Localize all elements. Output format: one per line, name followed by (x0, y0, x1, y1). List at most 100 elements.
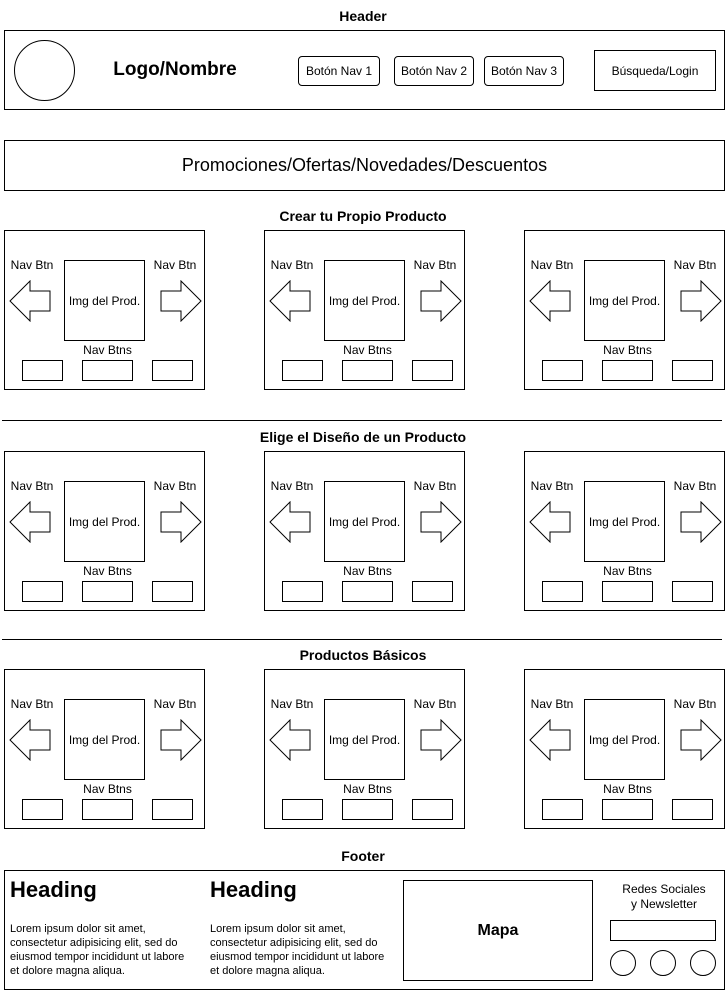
nav-button-3[interactable]: Botón Nav 3 (484, 56, 564, 86)
arrow-right-icon[interactable] (420, 719, 472, 761)
section-divider (2, 420, 722, 421)
arrow-left-icon[interactable] (519, 280, 571, 322)
nav-btn-right-label: Nav Btn (413, 479, 457, 493)
footer-text-1: Lorem ipsum dolor sit amet, consectetur … (10, 923, 185, 977)
arrow-right-icon[interactable] (160, 501, 212, 543)
nav-btn-1[interactable] (542, 360, 583, 381)
nav-btn-3[interactable] (672, 799, 713, 820)
arrow-right-icon[interactable] (160, 280, 212, 322)
arrow-left-icon[interactable] (259, 280, 311, 322)
nav-btn-2[interactable] (342, 799, 393, 820)
arrow-right-icon[interactable] (420, 501, 472, 543)
nav-btn-2[interactable] (82, 360, 133, 381)
nav-btn-left-label: Nav Btn (10, 697, 54, 711)
product-image[interactable]: Img del Prod. (584, 260, 665, 341)
product-card: Nav Btn Nav Btn Img del Prod. Nav Btns (264, 451, 465, 611)
arrow-left-icon[interactable] (259, 719, 311, 761)
logo-name[interactable]: Logo/Nombre (113, 59, 237, 80)
nav-btn-3[interactable] (412, 581, 453, 602)
arrow-left-icon[interactable] (259, 501, 311, 543)
nav-btn-1[interactable] (22, 799, 63, 820)
arrow-left-icon[interactable] (0, 501, 51, 543)
newsletter-input[interactable] (610, 920, 716, 941)
arrow-right-icon[interactable] (420, 280, 472, 322)
arrow-right-icon[interactable] (680, 280, 726, 322)
nav-btn-2[interactable] (342, 581, 393, 602)
map-box[interactable]: Mapa (403, 880, 593, 981)
nav-btn-left-label: Nav Btn (270, 479, 314, 493)
nav-btn-2[interactable] (602, 360, 653, 381)
nav-btn-1[interactable] (542, 581, 583, 602)
nav-btn-left-label: Nav Btn (530, 479, 574, 493)
nav-btn-1[interactable] (282, 799, 323, 820)
arrow-right-icon[interactable] (160, 719, 212, 761)
footer-box: Heading Lorem ipsum dolor sit amet, cons… (4, 870, 725, 990)
product-image[interactable]: Img del Prod. (64, 481, 145, 562)
social-icon-2[interactable] (650, 950, 676, 976)
nav-btns-label: Nav Btns (83, 343, 132, 357)
nav-btn-3[interactable] (412, 799, 453, 820)
nav-btn-right-label: Nav Btn (673, 258, 717, 272)
promo-banner[interactable]: Promociones/Ofertas/Novedades/Descuentos (4, 140, 725, 191)
section-divider (2, 639, 722, 640)
product-image[interactable]: Img del Prod. (584, 699, 665, 780)
nav-btn-left-label: Nav Btn (270, 258, 314, 272)
product-image[interactable]: Img del Prod. (324, 481, 405, 562)
nav-btn-3[interactable] (152, 360, 193, 381)
section-title: Elige el Diseño de un Producto (259, 429, 467, 445)
social-icon-1[interactable] (610, 950, 636, 976)
nav-btn-2[interactable] (82, 581, 133, 602)
nav-btn-2[interactable] (602, 799, 653, 820)
nav-btn-2[interactable] (82, 799, 133, 820)
nav-btn-1[interactable] (282, 360, 323, 381)
nav-button-1[interactable]: Botón Nav 1 (298, 56, 380, 86)
product-image[interactable]: Img del Prod. (324, 699, 405, 780)
nav-btn-left-label: Nav Btn (10, 479, 54, 493)
product-image[interactable]: Img del Prod. (324, 260, 405, 341)
arrow-right-icon[interactable] (680, 501, 726, 543)
nav-btns-label: Nav Btns (83, 782, 132, 796)
footer-heading-2: Heading (210, 877, 297, 902)
nav-btn-right-label: Nav Btn (673, 697, 717, 711)
nav-button-2[interactable]: Botón Nav 2 (394, 56, 474, 86)
product-image[interactable]: Img del Prod. (64, 260, 145, 341)
header-title: Header (339, 8, 387, 24)
product-card: Nav Btn Nav Btn Img del Prod. Nav Btns (524, 230, 725, 390)
nav-btn-2[interactable] (342, 360, 393, 381)
nav-btn-3[interactable] (672, 360, 713, 381)
arrow-right-icon[interactable] (680, 719, 726, 761)
nav-btns-label: Nav Btns (343, 564, 392, 578)
nav-btns-label: Nav Btns (603, 782, 652, 796)
nav-btn-left-label: Nav Btn (530, 258, 574, 272)
arrow-left-icon[interactable] (0, 719, 51, 761)
nav-btn-3[interactable] (152, 581, 193, 602)
social-newsletter-label: Redes Sociales y Newsletter (622, 882, 706, 911)
product-card: Nav Btn Nav Btn Img del Prod. Nav Btns (4, 669, 205, 829)
nav-btn-right-label: Nav Btn (153, 697, 197, 711)
logo-circle[interactable] (14, 40, 75, 101)
section-title: Crear tu Propio Producto (279, 208, 447, 224)
nav-btns-label: Nav Btns (603, 343, 652, 357)
search-login-box[interactable]: Búsqueda/Login (594, 50, 716, 91)
nav-btn-3[interactable] (672, 581, 713, 602)
arrow-left-icon[interactable] (0, 280, 51, 322)
product-image[interactable]: Img del Prod. (584, 481, 665, 562)
arrow-left-icon[interactable] (519, 501, 571, 543)
nav-btn-3[interactable] (152, 799, 193, 820)
nav-btn-3[interactable] (412, 360, 453, 381)
nav-btn-1[interactable] (282, 581, 323, 602)
header-bar: Logo/Nombre Botón Nav 1 Botón Nav 2 Botó… (4, 30, 725, 110)
nav-btn-right-label: Nav Btn (153, 479, 197, 493)
nav-btn-1[interactable] (22, 581, 63, 602)
nav-btn-1[interactable] (542, 799, 583, 820)
nav-btn-2[interactable] (602, 581, 653, 602)
social-icon-3[interactable] (690, 950, 716, 976)
footer-heading-1: Heading (10, 877, 97, 902)
nav-btn-1[interactable] (22, 360, 63, 381)
arrow-left-icon[interactable] (519, 719, 571, 761)
product-image[interactable]: Img del Prod. (64, 699, 145, 780)
